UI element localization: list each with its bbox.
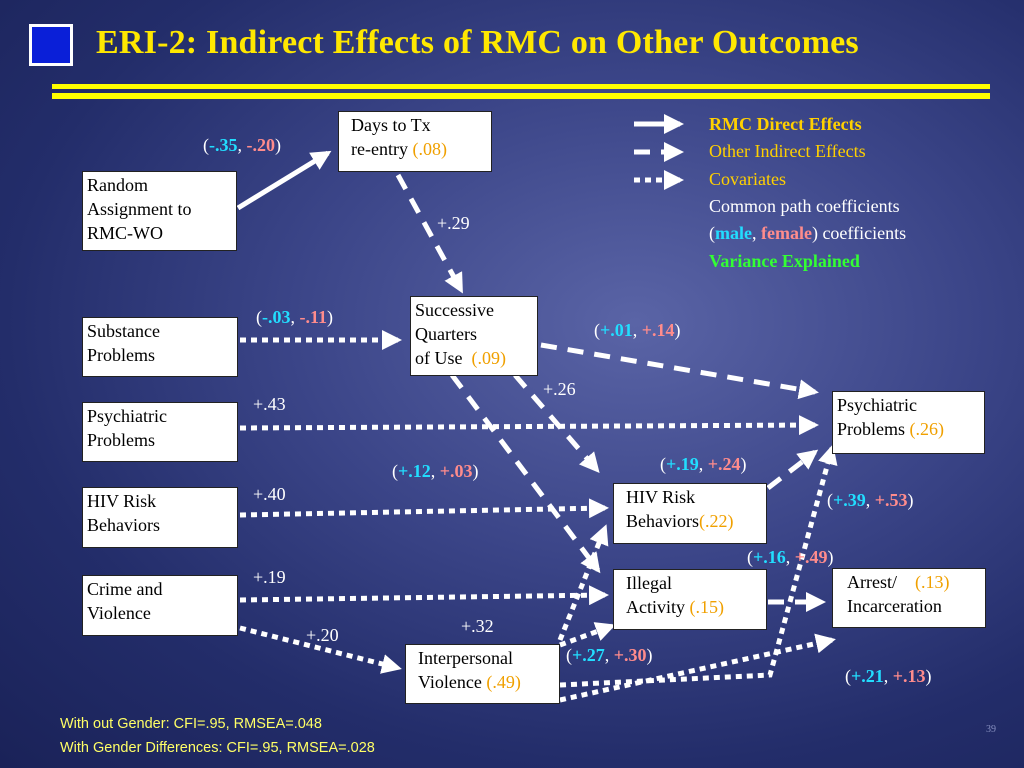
- coef-interp-arrest: (+.21, +.13): [845, 666, 932, 686]
- legend-direct-effects: RMC Direct Effects: [709, 114, 862, 134]
- coef-illegal-arrest: (+.16, +.49): [747, 547, 834, 567]
- coef-interp-psych: (+.39, +.53): [827, 490, 914, 510]
- arrow-crime-to-illegal: [239, 585, 609, 606]
- coef-psych-psych: +.43: [253, 394, 286, 414]
- coef-interp-hiv: +.32: [461, 616, 494, 636]
- legend-common-path: Common path coefficients: [709, 196, 900, 216]
- box-hiv-risk-left: HIV Risk Behaviors: [82, 487, 238, 548]
- box-interpersonal-violence: Interpersonal Violence (.49): [405, 644, 560, 704]
- legend-covariates: Covariates: [709, 169, 786, 189]
- box-psychiatric-problems-right: Psychiatric Problems (.26): [832, 391, 985, 454]
- box-crime-violence: Crime and Violence: [82, 575, 238, 636]
- arrow-successive-to-hiv: [513, 373, 600, 474]
- arrow-interp-to-illegal: [559, 622, 616, 648]
- page-number: 39: [986, 724, 996, 735]
- arrow-days-to-successive: [395, 173, 464, 294]
- box-substance-problems: Substance Problems: [82, 317, 238, 377]
- title-rule-top: [52, 84, 990, 89]
- coef-crime-interp: +.20: [306, 625, 339, 645]
- legend-variance-explained: Variance Explained: [709, 251, 860, 271]
- coef-random-days: (-.35, -.20): [203, 135, 281, 155]
- coef-hiv-psych: (+.19, +.24): [660, 454, 747, 474]
- arrow-crime-to-interp: [239, 625, 402, 674]
- arrow-hiv-to-hiv: [239, 498, 609, 519]
- box-illegal-activity: Illegal Activity (.15): [613, 569, 767, 630]
- slide-title: ERI-2: Indirect Effects of RMC on Other …: [96, 24, 859, 61]
- arrow-hiv-to-psych: [766, 449, 819, 490]
- box-random-assignment: Random Assignment to RMC-WO: [82, 171, 237, 251]
- arrow-psych-to-psych: [239, 415, 819, 436]
- footer-fit-gender: With Gender Differences: CFI=.95, RMSEA=…: [60, 740, 375, 756]
- arrow-interp-to-arrest: [559, 633, 836, 703]
- coef-crime-illegal: +.19: [253, 567, 286, 587]
- coef-substance-successive: (-.03, -.11): [256, 307, 334, 327]
- box-successive-quarters: Successive Quarters of Use (.09): [410, 296, 538, 376]
- coef-interp-illegal: (+.27, +.30): [566, 645, 653, 665]
- box-psychiatric-problems-left: Psychiatric Problems: [82, 402, 238, 462]
- footer-fit-no-gender: With out Gender: CFI=.95, RMSEA=.048: [60, 716, 322, 732]
- blue-square-logo: [29, 24, 73, 66]
- legend-other-indirect: Other Indirect Effects: [709, 141, 866, 161]
- coef-days-successive: +.29: [437, 213, 470, 233]
- coef-hiv-hiv: +.40: [253, 484, 286, 504]
- coef-successive-psych: (+.01, +.14): [594, 320, 681, 340]
- title-rule-bottom: [52, 93, 990, 99]
- box-arrest-incarceration: Arrest/ (.13) Incarceration: [832, 568, 986, 628]
- arrow-random-to-days: [236, 150, 332, 211]
- arrow-successive-to-illegal: [449, 373, 601, 574]
- arrow-successive-to-psych: [540, 342, 819, 400]
- legend-gender-coefficients: (male, female) coefficients: [709, 223, 907, 243]
- box-days-to-tx: Days to Tx re-entry (.08): [338, 111, 492, 172]
- box-hiv-risk-mid: HIV Risk Behaviors(.22): [613, 483, 767, 544]
- arrow-interp-to-psych: [559, 444, 838, 688]
- arrow-interp-to-hiv: [557, 524, 609, 641]
- coef-successive-hiv: +.26: [543, 379, 576, 399]
- coef-successive-illegal: (+.12, +.03): [392, 461, 479, 481]
